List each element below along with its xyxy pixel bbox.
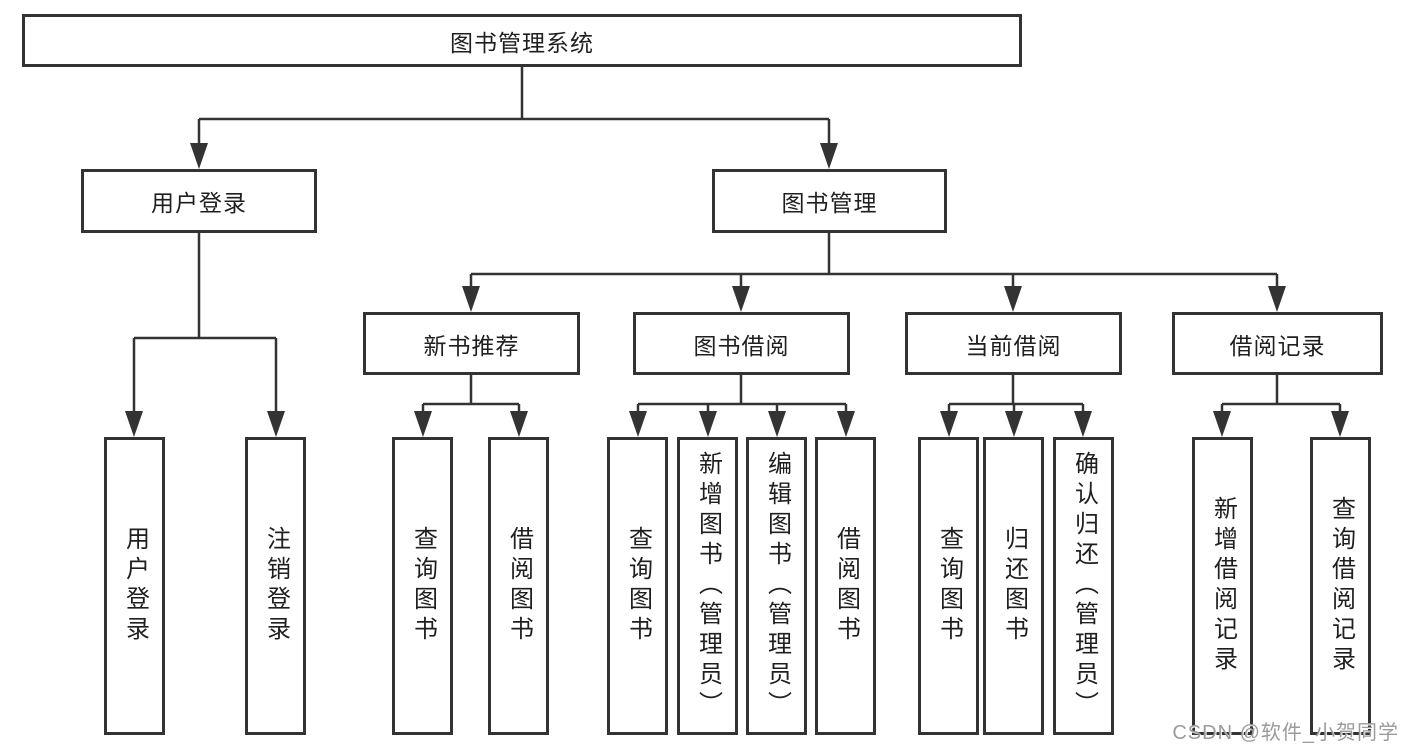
connector-new-book-recommend-to-leaves <box>414 375 528 437</box>
node-book-management: 图书管理 <box>712 169 947 233</box>
node-label: 注销登录 <box>262 526 290 646</box>
leaf-bb-add-books-admin: 新增图书（管理员） <box>677 437 738 735</box>
node-root-library-management-system: 图书管理系统 <box>22 14 1022 67</box>
node-new-book-recommend: 新书推荐 <box>363 312 580 375</box>
watermark: CSDN @软件_小贺同学 <box>1172 722 1399 744</box>
node-label: 图书借阅 <box>693 332 790 359</box>
node-current-borrowing: 当前借阅 <box>905 312 1122 375</box>
node-label: 图书管理 <box>781 190 878 216</box>
leaf-user-login: 用户登录 <box>104 437 165 735</box>
node-label: 新书推荐 <box>423 332 520 359</box>
node-label: 编辑图书（管理员） <box>763 451 791 721</box>
node-label: 图书管理系统 <box>450 29 594 56</box>
leaf-bb-query-books: 查询图书 <box>607 437 668 735</box>
leaf-br-query-record: 查询借阅记录 <box>1310 437 1371 735</box>
leaf-br-add-record: 新增借阅记录 <box>1192 437 1253 735</box>
leaf-bb-edit-books-admin: 编辑图书（管理员） <box>746 437 807 735</box>
leaf-bb-borrow-books: 借阅图书 <box>815 437 876 735</box>
node-label: 用户登录 <box>151 190 247 216</box>
node-label: 借阅记录 <box>1229 332 1326 359</box>
leaf-nbr-borrow-books: 借阅图书 <box>488 437 549 735</box>
connector-user-login-to-leaves <box>125 233 285 437</box>
leaf-cb-query-books: 查询图书 <box>918 437 979 735</box>
node-label: 当前借阅 <box>965 332 1062 359</box>
node-label: 借阅图书 <box>505 526 533 646</box>
leaf-cb-confirm-return-admin: 确认归还（管理员） <box>1053 437 1114 735</box>
leaf-cb-return-books: 归还图书 <box>983 437 1044 735</box>
leaf-logout: 注销登录 <box>245 437 306 735</box>
node-label: 查询图书 <box>409 526 437 646</box>
connector-book-borrowing-to-leaves <box>629 375 855 437</box>
connector-borrowing-records-to-leaves <box>1213 375 1349 437</box>
node-label: 归还图书 <box>1000 526 1028 646</box>
node-user-login: 用户登录 <box>81 169 317 233</box>
node-label: 查询图书 <box>624 526 652 646</box>
connector-book-management-to-level3 <box>462 233 1286 312</box>
node-label: 借阅图书 <box>832 526 860 646</box>
node-label: 用户登录 <box>121 526 149 646</box>
connector-root-to-level2 <box>190 67 838 169</box>
node-label: 新增借阅记录 <box>1209 496 1237 676</box>
node-label: 查询图书 <box>935 526 963 646</box>
connector-current-borrowing-to-leaves <box>940 375 1092 437</box>
node-borrowing-records: 借阅记录 <box>1172 312 1383 375</box>
node-label: 新增图书（管理员） <box>694 451 722 721</box>
node-label: 查询借阅记录 <box>1327 496 1355 676</box>
node-book-borrowing: 图书借阅 <box>633 312 850 375</box>
leaf-nbr-query-books: 查询图书 <box>392 437 453 735</box>
node-label: 确认归还（管理员） <box>1070 451 1098 721</box>
